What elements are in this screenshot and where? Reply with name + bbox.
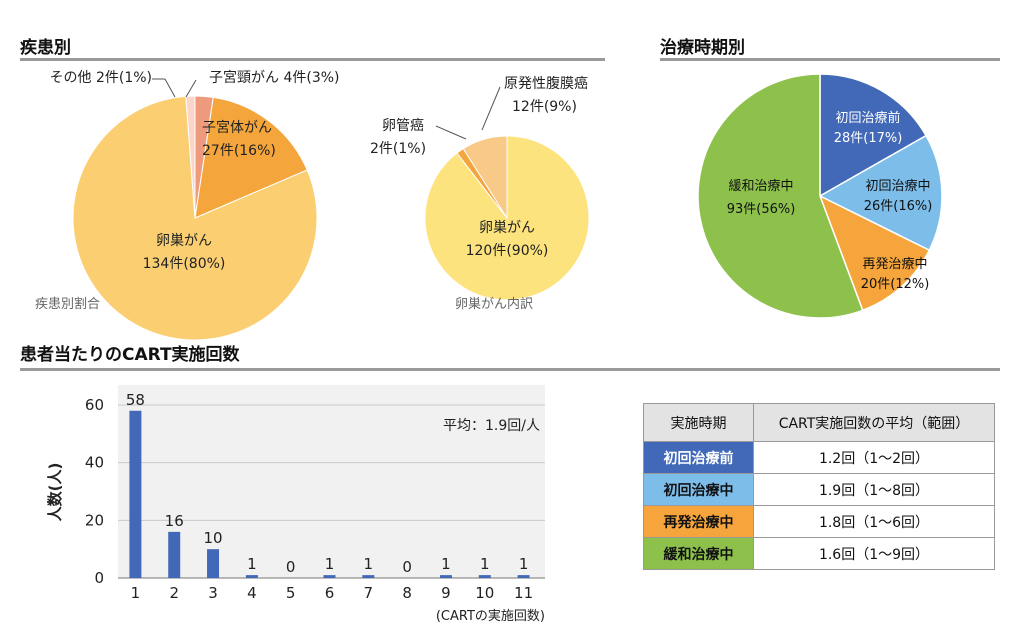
y-tick-label-1: 20: [85, 511, 104, 529]
disease-label-2-name: 卵巣がん: [156, 233, 212, 249]
table-cell-phase: 再発治療中: [643, 505, 754, 538]
section-rule-disease: [20, 58, 605, 61]
timing-slice-1: [818, 134, 943, 252]
bar-11: [517, 575, 530, 578]
table-header-phase: 実施時期: [643, 403, 754, 442]
timing-slice-2: [818, 194, 931, 312]
table-cell-average: 1.8回（1〜6回）: [753, 505, 995, 538]
table-header-row: 実施時期 CART実施回数の平均（範囲）: [643, 403, 995, 442]
table-header-average: CART実施回数の平均（範囲）: [753, 403, 995, 442]
ovarian-label-1-name: 卵管癌: [382, 118, 424, 134]
disease-slice-2: [72, 95, 318, 341]
bar-value-label-8: 0: [402, 558, 412, 576]
bar-value-label-1: 58: [126, 391, 145, 409]
bar-3: [207, 549, 220, 578]
bar-6: [323, 575, 336, 578]
section-rule-timing: [660, 58, 1000, 61]
ovarian-pie-title: 卵巣がん内訳: [455, 296, 533, 312]
x-tick-label-4: 4: [247, 584, 257, 602]
timing-slice-3: [697, 73, 864, 319]
bar-4: [245, 575, 258, 578]
y-axis-label: 人数(人): [46, 463, 64, 522]
bar-7: [362, 575, 375, 578]
table-cell-average: 1.2回（1〜2回）: [753, 441, 995, 474]
bar-value-label-7: 1: [364, 555, 374, 573]
x-tick-label-7: 7: [364, 584, 374, 602]
timing-label-2-name: 再発治療中: [862, 257, 927, 272]
ovarian-slice-2: [462, 135, 508, 220]
x-tick-label-11: 11: [514, 584, 533, 602]
timing-label-1-name: 初回治療中: [865, 179, 930, 194]
bar-value-label-6: 1: [325, 555, 335, 573]
disease-leader-0: [185, 79, 197, 98]
y-tick-label-0: 0: [94, 569, 104, 587]
section-title-disease: 疾患別: [20, 38, 71, 58]
disease-pie-title: 疾患別割合: [35, 296, 100, 312]
bar-value-label-9: 1: [441, 555, 451, 573]
timing-label-3-name: 緩和治療中: [728, 179, 793, 194]
bar-value-label-4: 1: [247, 555, 257, 573]
timing-label-0-name: 初回治療前: [835, 110, 900, 126]
x-tick-label-5: 5: [286, 584, 296, 602]
bar-value-label-10: 1: [480, 555, 490, 573]
bar-plot-background: [118, 385, 545, 578]
bar-value-label-2: 16: [165, 512, 184, 530]
average-annotation: 平均：1.9回/人: [443, 418, 540, 434]
disease-pie: 子宮頸がん 4件(3%) 子宮体がん 27件(16%) 卵巣がん 134件(80%) その…: [35, 70, 340, 341]
section-title-cart: 患者当たりのCART実施回数: [20, 345, 240, 365]
timing-pie: 初回治療前 28件(17%) 初回治療中 26件(16%) 再発治療中 20件(12%) 緩…: [697, 73, 943, 319]
bar-value-label-3: 10: [203, 529, 222, 547]
x-tick-label-3: 3: [208, 584, 218, 602]
ovarian-leader-1: [435, 125, 467, 140]
bar-2: [168, 531, 181, 578]
y-tick-label-2: 40: [85, 454, 104, 472]
section-title-timing: 治療時期別: [660, 38, 745, 58]
x-tick-label-9: 9: [441, 584, 451, 602]
x-tick-label-1: 1: [131, 584, 141, 602]
disease-leader-3b: [164, 78, 176, 98]
table-cell-phase: 緩和治療中: [643, 537, 754, 570]
disease-label-2-value: 134件(80%): [143, 256, 226, 272]
bar-10: [478, 575, 491, 578]
timing-label-2-value: 20件(12%): [861, 277, 930, 292]
ovarian-pie: 卵巣がん 120件(90%) 卵管癌 2件(1%) 原発性腹膜癌 12件(9%) 卵巣がん内…: [370, 75, 590, 312]
ovarian-label-2-name: 原発性腹膜癌: [504, 75, 588, 92]
bar-9: [439, 575, 452, 578]
x-tick-label-10: 10: [475, 584, 494, 602]
table-cell-phase: 初回治療前: [643, 441, 754, 474]
disease-label-1-value: 27件(16%): [202, 143, 276, 159]
bar-value-label-5: 0: [286, 558, 296, 576]
ovarian-label-2-value: 12件(9%): [512, 99, 577, 115]
ovarian-label-1-value: 2件(1%): [370, 141, 426, 157]
disease-label-1-name: 子宮体がん: [202, 120, 272, 136]
ovarian-label-0-value: 120件(90%): [466, 243, 549, 259]
table-cell-phase: 初回治療中: [643, 473, 754, 506]
x-tick-label-6: 6: [325, 584, 335, 602]
y-tick-label-3: 60: [85, 396, 104, 414]
table-cell-average: 1.6回（1〜9回）: [753, 537, 995, 570]
timing-label-3-value: 93件(56%): [727, 202, 796, 217]
disease-slice-1: [194, 96, 308, 219]
x-tick-label-8: 8: [402, 584, 412, 602]
x-tick-label-2: 2: [169, 584, 179, 602]
timing-slice-0: [819, 73, 928, 198]
bar-value-label-11: 1: [519, 555, 529, 573]
disease-label-3: その他 2件(1%): [50, 70, 153, 86]
ovarian-label-0-name: 卵巣がん: [479, 220, 535, 236]
section-rule-cart: [20, 368, 1000, 371]
disease-label-0: 子宮頸がん 4件(3%): [209, 70, 340, 86]
table-cell-average: 1.9回（1〜8回）: [753, 473, 995, 506]
timing-label-1-value: 26件(16%): [864, 199, 933, 214]
bar-1: [129, 410, 142, 578]
ovarian-leader-2: [481, 86, 501, 131]
x-axis-label: (CARTの実施回数): [436, 608, 545, 624]
timing-label-0-value: 28件(17%): [834, 131, 903, 146]
